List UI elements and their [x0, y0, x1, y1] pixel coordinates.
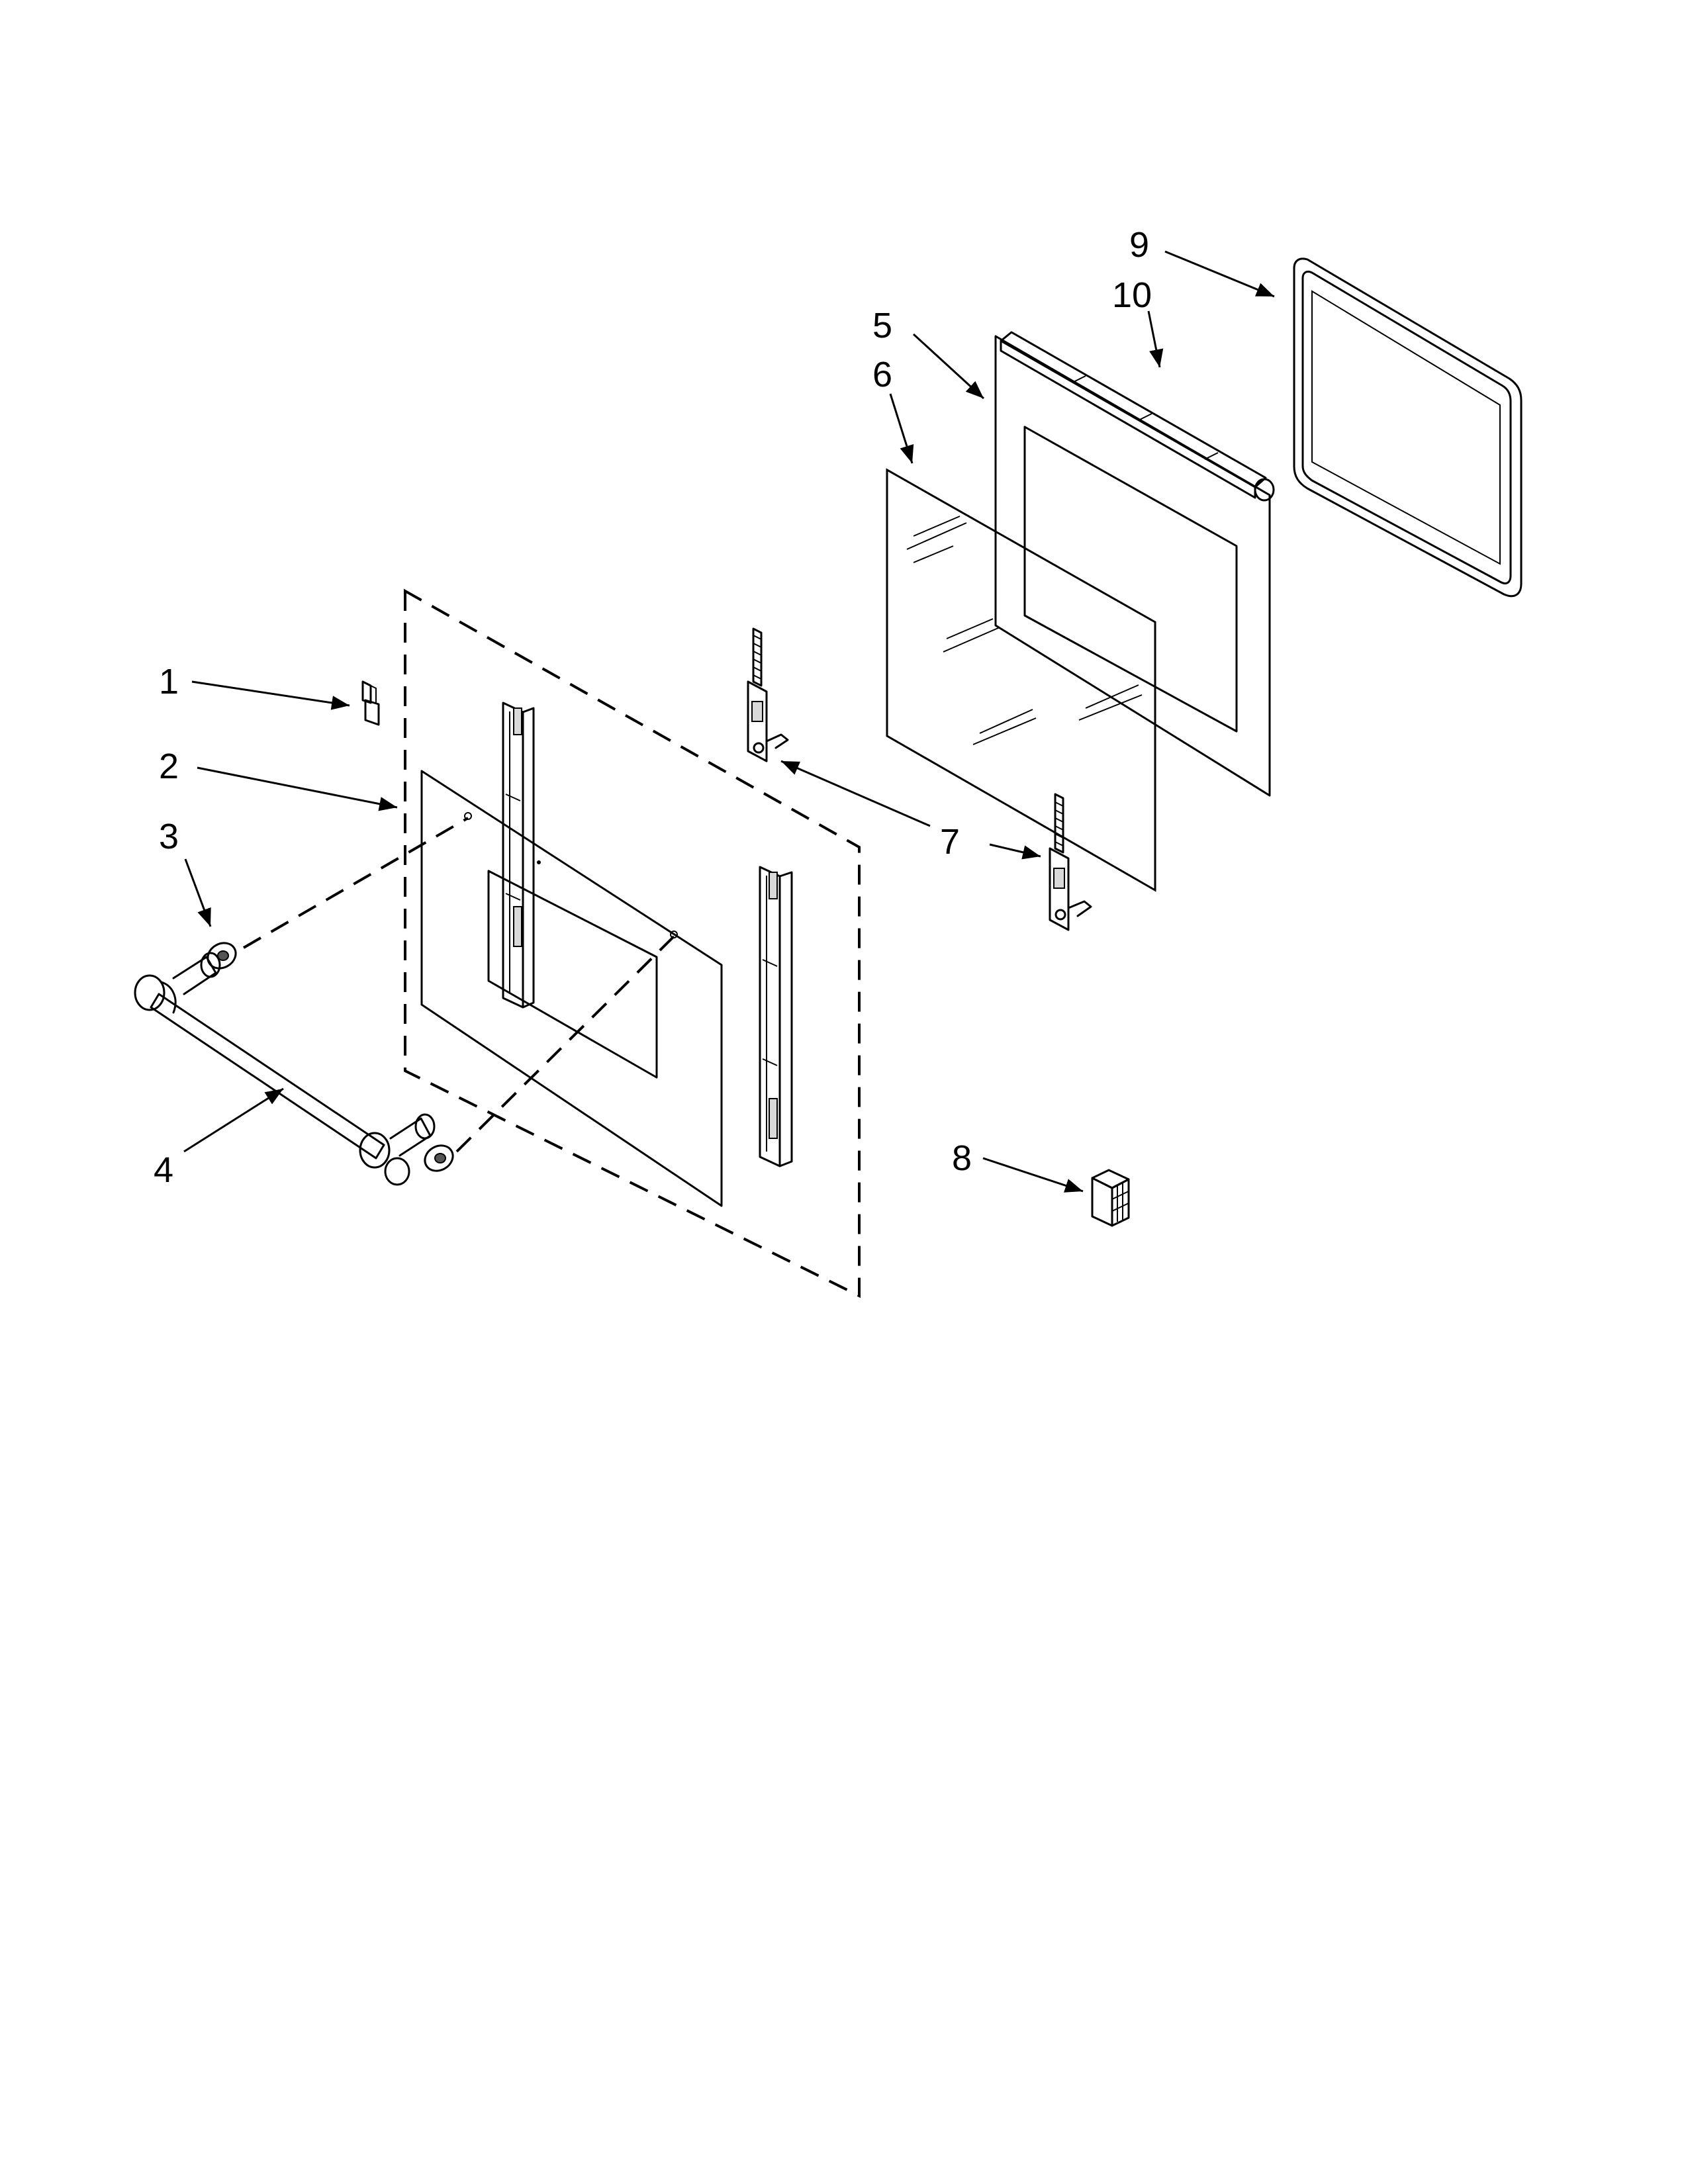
part-3-washer-top: [207, 942, 237, 970]
callout-10: 10: [1112, 275, 1152, 315]
door-side-channel-left: [502, 702, 535, 1009]
mounting-guide-lines: [242, 817, 675, 1153]
part-9-gasket: [1293, 257, 1523, 598]
part-1-clip: [361, 680, 380, 726]
leader-lines: [183, 250, 1275, 1193]
callout-9: 9: [1129, 225, 1149, 265]
part-6-glass-panel: [886, 468, 1156, 892]
door-assembly-outline: [404, 588, 861, 1298]
callout-1: 1: [159, 662, 179, 702]
callout-2: 2: [159, 747, 179, 786]
part-10-vent-trim: [1000, 331, 1275, 502]
callout-3: 3: [159, 817, 179, 856]
callout-6: 6: [872, 355, 892, 394]
part-3-washer-bottom: [424, 1144, 454, 1172]
callout-5: 5: [872, 306, 892, 345]
callout-8: 8: [952, 1138, 972, 1178]
part-4-door-handle: [134, 952, 436, 1186]
part-8-spacer-block: [1091, 1169, 1130, 1227]
callout-labels: 1 2 3 4 5 6 7 8 9 10: [154, 225, 1152, 1190]
part-7-hinge-lower: [1049, 793, 1092, 931]
door-side-channel-right: [759, 866, 793, 1167]
callout-7: 7: [940, 822, 960, 862]
part-7-hinge-upper: [747, 627, 789, 762]
callout-4: 4: [154, 1150, 173, 1190]
